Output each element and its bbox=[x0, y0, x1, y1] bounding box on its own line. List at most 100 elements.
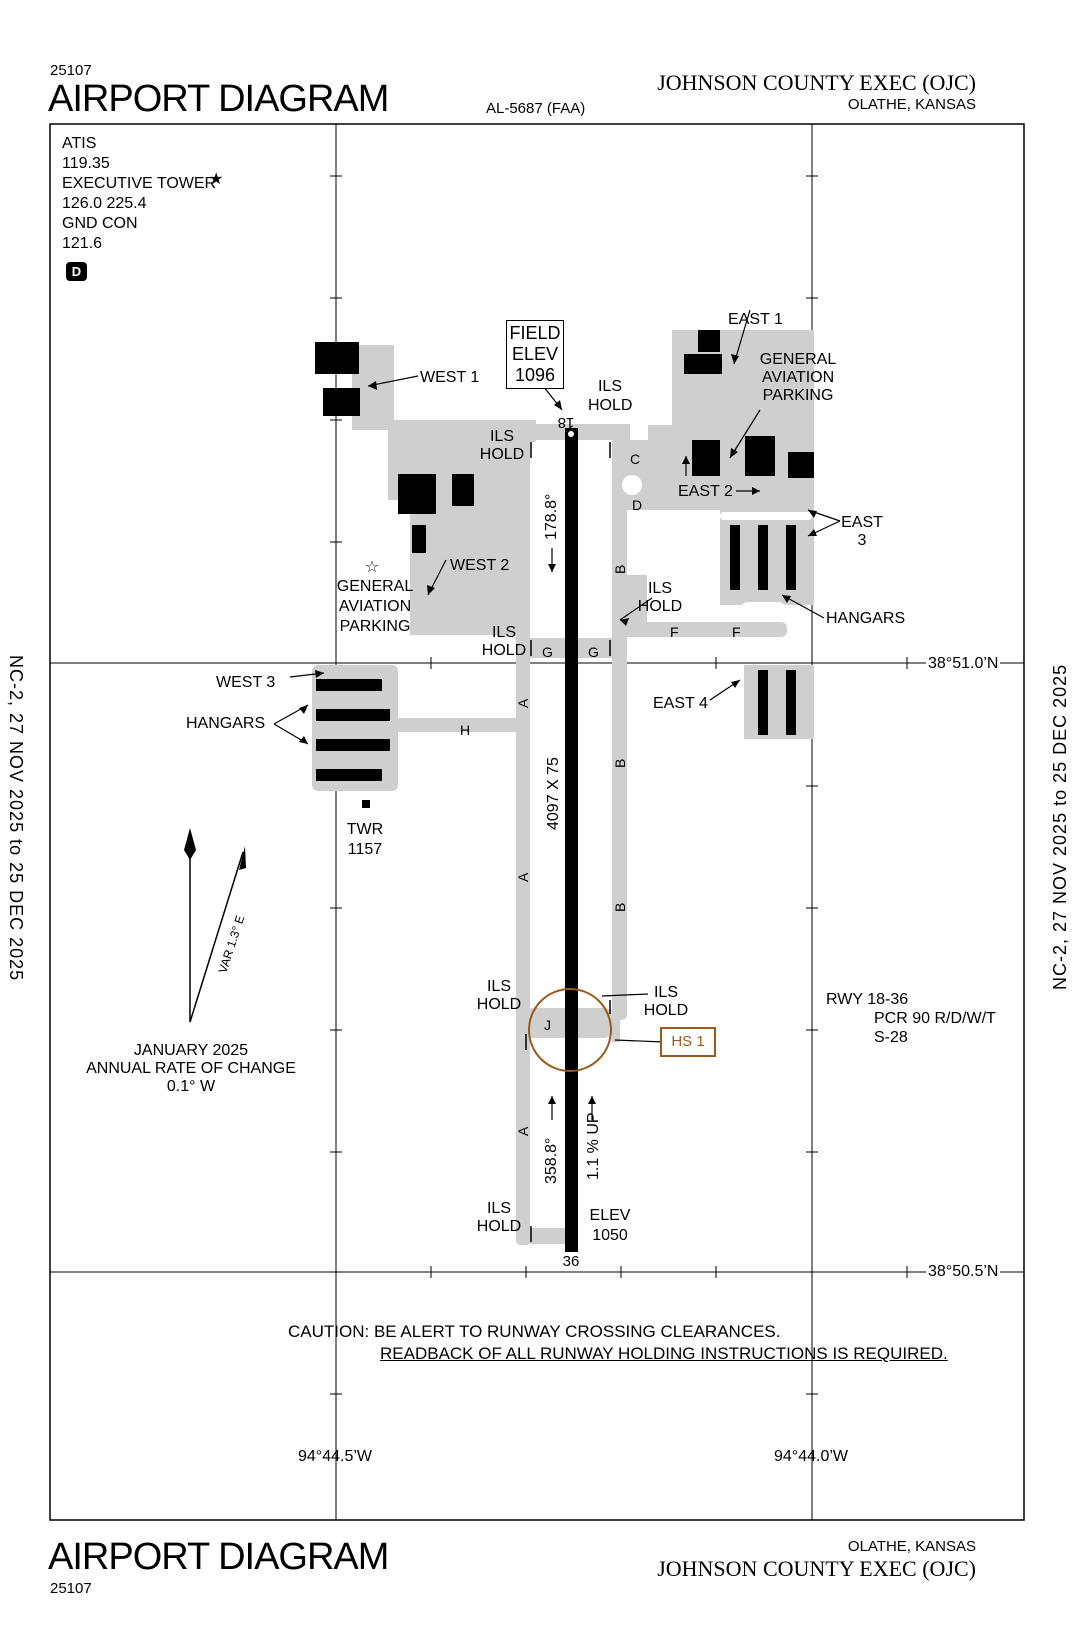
ils-hold-label-je: ILS HOLD bbox=[642, 984, 690, 1020]
tower-elevation: 1157 bbox=[347, 841, 383, 858]
atis-label: ATIS bbox=[62, 135, 97, 152]
east-hangars-label: HANGARS bbox=[826, 610, 906, 627]
west-ga-line2: AVIATION bbox=[338, 598, 412, 615]
hold-text: HOLD bbox=[643, 1002, 689, 1019]
runway-threshold-light bbox=[568, 431, 574, 437]
west-hangars-label: HANGARS bbox=[186, 715, 266, 732]
east2-building-c bbox=[788, 452, 814, 478]
ils-hold-label-jw: ILS HOLD bbox=[475, 978, 523, 1014]
west-ga-parking-label: GENERAL AVIATION PARKING bbox=[330, 577, 420, 637]
ils-hold-label-ne: ILS bbox=[595, 378, 625, 396]
grid-ticks bbox=[330, 175, 908, 1395]
ils-text: ILS bbox=[489, 428, 514, 445]
tower-marker bbox=[362, 800, 370, 808]
east-ga-parking-label: GENERAL AVIATION PARKING bbox=[748, 351, 848, 405]
west3-hangar-b bbox=[316, 709, 390, 721]
runway-info-line2: PCR 90 R/D/W/T bbox=[874, 1010, 996, 1027]
west2-building-a bbox=[398, 474, 436, 514]
elev-value: 1050 bbox=[592, 1227, 628, 1244]
west3-label: WEST 3 bbox=[216, 674, 276, 691]
west1-building-a bbox=[315, 342, 359, 374]
east4-hangar-a bbox=[758, 670, 768, 735]
true-north-arrow-icon bbox=[184, 828, 196, 860]
tower-info: TWR 1157 bbox=[340, 820, 390, 860]
taxiway-g-label-2: G bbox=[588, 644, 599, 660]
taxiway-labels: A A A B B B C D F F G G H J bbox=[460, 451, 741, 1136]
hold-text: HOLD bbox=[481, 642, 527, 659]
taxiway-b-label-1: B bbox=[612, 565, 628, 574]
west-ga-line1: GENERAL bbox=[336, 578, 414, 595]
taxiway-g-label-1: G bbox=[542, 644, 553, 660]
west1-label: WEST 1 bbox=[420, 369, 480, 386]
taxiway-b-label-2: B bbox=[612, 759, 628, 768]
east2-building-a bbox=[692, 440, 720, 476]
pavement-areas bbox=[312, 330, 814, 1245]
hold-text: HOLD bbox=[479, 446, 525, 463]
east2-label: EAST 2 bbox=[678, 483, 733, 500]
taxiway-c-label: C bbox=[630, 451, 640, 467]
east3-hangar-c bbox=[786, 525, 796, 590]
variation-info: JANUARY 2025 ANNUAL RATE OF CHANGE 0.1° … bbox=[76, 1042, 306, 1096]
west3-hangar-d bbox=[316, 769, 382, 781]
chart-title-top: AIRPORT DIAGRAM bbox=[48, 78, 389, 120]
east3-hangar-a bbox=[730, 525, 740, 590]
taxiway-f-label-1: F bbox=[670, 624, 679, 640]
ils-hold-label-g: ILS HOLD bbox=[480, 624, 528, 660]
west2-building-c bbox=[412, 525, 426, 553]
west-ga-line3: PARKING bbox=[339, 618, 411, 635]
city-state-bottom: OLATHE, KANSAS bbox=[847, 1538, 976, 1555]
airspace-class-badge: D bbox=[66, 262, 87, 281]
ground-label: GND CON bbox=[62, 215, 138, 232]
caution-line1: CAUTION: BE ALERT TO RUNWAY CROSSING CLE… bbox=[288, 1322, 781, 1341]
east3-label: EAST 3 bbox=[840, 514, 884, 550]
variation-date: JANUARY 2025 bbox=[133, 1042, 249, 1059]
field-elev-line1: FIELD bbox=[509, 323, 561, 343]
tower-label: EXECUTIVE TOWER bbox=[62, 175, 217, 192]
runway-info-line1: RWY 18-36 bbox=[826, 991, 909, 1008]
ils-hold-label-nw: ILS HOLD bbox=[478, 428, 526, 464]
runway-18-36 bbox=[565, 428, 578, 1252]
east4-hangar-b bbox=[786, 670, 796, 735]
taxiway-a-label-3: A bbox=[515, 1126, 531, 1136]
chart-number-top: 25107 bbox=[50, 62, 92, 79]
hotspot-badge: HS 1 bbox=[660, 1027, 716, 1057]
ground-frequency: 121.6 bbox=[62, 235, 103, 252]
west2-building-b bbox=[452, 474, 474, 506]
longitude-west-label: 94°44.5’W bbox=[298, 1448, 372, 1465]
runway-south-elevation: ELEV 1050 bbox=[588, 1206, 632, 1246]
west3-hangar-a bbox=[316, 679, 382, 691]
west2-label: WEST 2 bbox=[450, 557, 510, 574]
runway-end-18: 18 bbox=[558, 414, 575, 431]
hold-lines bbox=[525, 442, 611, 1242]
runway-heading-south: 358.8° bbox=[543, 1138, 560, 1184]
east-ga-line1: GENERAL bbox=[759, 351, 837, 368]
ils-text: ILS bbox=[597, 378, 622, 395]
field-elevation-box: FIELD ELEV 1096 bbox=[506, 320, 564, 389]
variation-rate-value: 0.1° W bbox=[166, 1078, 216, 1095]
latitude-south-label: 38°50.5’N bbox=[926, 1262, 1001, 1282]
east-ga-line3: PARKING bbox=[762, 387, 834, 404]
star-icon: ★ bbox=[209, 171, 224, 188]
pavement-gaps bbox=[622, 475, 812, 622]
chart-title-bottom: AIRPORT DIAGRAM bbox=[48, 1536, 389, 1578]
ils-text: ILS bbox=[486, 978, 511, 995]
hold-text: HOLD bbox=[476, 996, 522, 1013]
caution-line2: READBACK OF ALL RUNWAY HOLDING INSTRUCTI… bbox=[380, 1344, 948, 1363]
atis-frequency: 119.35 bbox=[62, 155, 110, 172]
west1-building-b bbox=[323, 388, 360, 416]
airport-name-bottom: JOHNSON COUNTY EXEC (OJC) bbox=[657, 1556, 976, 1581]
variation-rate-label: ANNUAL RATE OF CHANGE bbox=[86, 1060, 296, 1077]
ils-text: ILS bbox=[491, 624, 516, 641]
ils-hold-label-s: ILS HOLD bbox=[475, 1200, 523, 1236]
control-tower-star-icon: ☆ bbox=[365, 559, 379, 576]
field-elev-line2: ELEV bbox=[511, 344, 559, 364]
chart-number-bottom: 25107 bbox=[50, 1580, 92, 1597]
elev-label: ELEV bbox=[589, 1207, 631, 1224]
runway-dimensions: 4097 X 75 bbox=[545, 757, 562, 830]
city-state-top: OLATHE, KANSAS bbox=[847, 96, 976, 113]
taxiway-j-label: J bbox=[544, 1017, 551, 1033]
east3-hangar-b bbox=[758, 525, 768, 590]
taxiway-h-label: H bbox=[460, 722, 470, 738]
taxiway-a-label-2: A bbox=[515, 872, 531, 882]
